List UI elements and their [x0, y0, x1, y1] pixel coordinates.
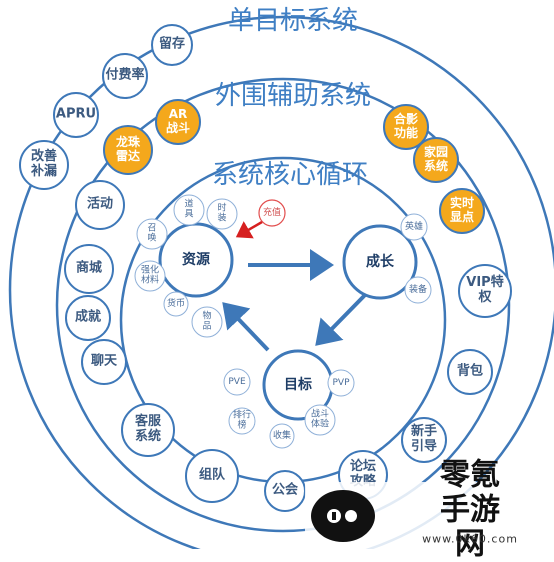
growth-satellite-circle: [400, 213, 428, 241]
arrow-goal-to-resource: [222, 302, 270, 352]
outer-node-label: 聊天: [90, 353, 118, 369]
core-node-label: 资源: [182, 251, 210, 268]
recharge-label: 充值: [262, 207, 282, 218]
growth-satellite-label: 英雄: [404, 221, 424, 232]
auxiliary-node-circle: [103, 125, 153, 175]
recharge-arrow: [235, 220, 263, 239]
diagram-canvas: [8, 15, 554, 549]
goal-satellite-label: 排行 榜: [232, 410, 252, 431]
core-node-label: 目标: [284, 376, 312, 393]
outer-node-label: 公会: [271, 482, 299, 498]
outer-node-circle: [458, 264, 512, 318]
goal-satellite-circle: [269, 423, 295, 449]
outer-node-circle: [19, 140, 69, 190]
auxiliary-node-label: 龙珠 雷达: [115, 135, 141, 163]
outer-node-label: 成就: [74, 309, 102, 325]
title-core-loop: 系统核心循环: [211, 160, 369, 191]
auxiliary-node-circle: [383, 104, 429, 150]
outer-node-circle: [64, 244, 114, 294]
outer-node-circle: [447, 349, 493, 395]
outer-node-circle: [185, 449, 239, 503]
outer-node-label: 改善 补漏: [30, 149, 58, 179]
goal-satellite-label: 收集: [272, 430, 292, 441]
outer-ring: [8, 15, 554, 549]
outer-node-label: 新手 引导: [410, 424, 438, 454]
outer-node-label: 背包: [456, 363, 484, 379]
recharge-circle: [258, 199, 286, 227]
core-node-circle: [342, 224, 418, 300]
arrow-growth-to-goal: [315, 293, 367, 346]
resource-satellite-label: 物 品: [202, 311, 212, 332]
outer-node-label: APRU: [55, 106, 97, 122]
growth-satellite-circle: [404, 276, 432, 304]
outer-node-circle: [102, 53, 148, 99]
resource-satellite-label: 货币: [166, 298, 186, 309]
goal-satellite-label: PVE: [228, 376, 246, 387]
auxiliary-node-label: 合影 功能: [393, 112, 419, 140]
resource-satellite-label: 时 装: [217, 203, 227, 224]
resource-satellite-circle: [136, 218, 168, 250]
outer-node-circle: [121, 403, 175, 457]
outer-node-label: 活动: [86, 196, 114, 212]
outer-node-label: 客服 系统: [134, 414, 162, 444]
goal-satellite-circle: [327, 369, 355, 397]
middle-ring: [55, 77, 511, 533]
goal-satellite-circle: [228, 407, 256, 435]
auxiliary-node-label: 实时 显点: [449, 196, 475, 224]
system-diagram: 单目标系统 外围辅助系统 系统核心循环 留存付费率 APRU 改善 补漏活动商城成就…: [8, 6, 554, 561]
outer-node-label: 组队: [198, 467, 226, 483]
resource-satellite-circle: [191, 306, 223, 338]
outer-node-label: 留存: [158, 36, 186, 52]
resource-satellite-label: 强化 材料: [140, 265, 160, 286]
auxiliary-node-label: 家园 系统: [423, 145, 449, 173]
goal-satellite-label: PVP: [332, 377, 350, 388]
watermark: 零氪手游网 www.0k60.com: [305, 458, 554, 561]
growth-satellite-label: 装备: [408, 284, 428, 295]
core-node-label: 成长: [366, 253, 394, 270]
auxiliary-node-circle: [155, 99, 201, 145]
outer-node-label: VIP特 权: [466, 275, 504, 305]
title-auxiliary-system: 外围辅助系统: [214, 81, 372, 112]
outer-node-circle: [75, 180, 125, 230]
resource-satellite-circle: [173, 194, 205, 226]
outer-node-circle: [65, 295, 111, 341]
resource-satellite-circle: [134, 260, 166, 292]
resource-satellite-label: 召 唤: [147, 223, 157, 244]
auxiliary-node-label: AR 战斗: [165, 107, 191, 135]
resource-satellite-circle: [206, 198, 238, 230]
core-node-circle: [158, 222, 234, 298]
outer-node-circle: [81, 339, 127, 385]
resource-satellite-circle: [163, 291, 189, 317]
goal-satellite-circle: [223, 368, 251, 396]
outer-node-circle: [151, 24, 193, 66]
goal-satellite-circle: [304, 404, 336, 436]
auxiliary-node-circle: [413, 137, 459, 183]
watermark-url: www.0k60.com: [422, 532, 518, 546]
goal-satellite-label: 战斗 体验: [310, 409, 330, 430]
outer-node-circle: [53, 92, 99, 138]
auxiliary-node-circle: [439, 188, 485, 234]
outer-node-label: 付费率: [105, 67, 145, 83]
title-single-goal-system: 单目标系统: [227, 6, 359, 37]
outer-node-circle: [401, 417, 447, 463]
outer-node-label: 商城: [75, 260, 103, 276]
resource-satellite-label: 道 具: [184, 199, 194, 220]
watermark-logo: [305, 482, 554, 549]
